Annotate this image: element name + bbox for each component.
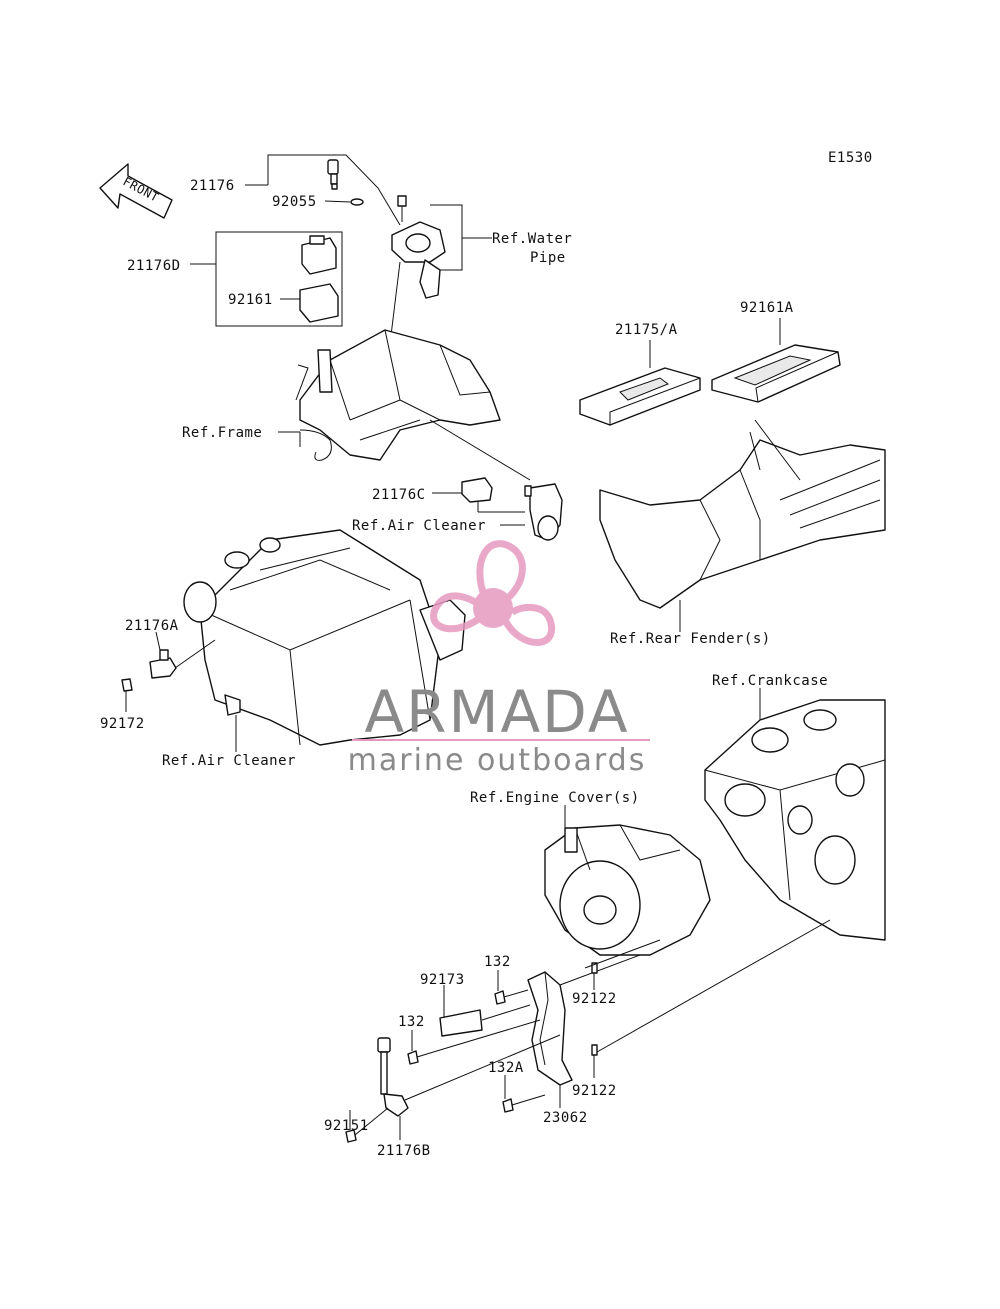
label-92122-top: 92122 [572, 991, 617, 1007]
label-ref-air-cleaner-top: Ref.Air Cleaner [352, 518, 486, 534]
watermark-tagline: marine outboards [348, 743, 647, 778]
label-132A: 132A [488, 1060, 524, 1076]
collar-92173 [439, 985, 531, 1037]
ecu-21175 [579, 340, 701, 426]
label-21176: 21176 [190, 178, 235, 194]
label-21176B: 21176B [377, 1143, 431, 1159]
label-ref-air-cleaner-bottom: Ref.Air Cleaner [162, 753, 296, 769]
sensor-21176-group [245, 154, 401, 226]
label-92172: 92172 [100, 716, 145, 732]
label-ref-frame: Ref.Frame [182, 425, 262, 441]
label-21176C: 21176C [372, 487, 426, 503]
label-ref-water-pipe-1: Ref.Water [492, 231, 572, 247]
front-arrow-icon: FRONT [99, 163, 173, 219]
bracket-23062 [527, 919, 831, 1108]
label-ref-crankcase: Ref.Crankcase [712, 673, 828, 689]
label-132-mid: 132 [398, 1014, 425, 1030]
sensor-21176B [345, 1034, 561, 1143]
bolt-132A [502, 1075, 546, 1113]
label-ref-rear-fender: Ref.Rear Fender(s) [610, 631, 771, 647]
label-21175A: 21175/A [615, 322, 678, 338]
label-21176A: 21176A [125, 618, 179, 634]
armada-watermark: ARMADA marine outboards [348, 540, 650, 778]
watermark-brand: ARMADA [364, 678, 629, 746]
water-pipe-fitting [387, 195, 492, 361]
propeller-logo-icon [430, 540, 556, 646]
ecu-cover-92161A [711, 318, 841, 403]
label-ref-water-pipe-2: Pipe [530, 250, 566, 266]
bolt-132-mid [407, 1019, 541, 1065]
frame-section [278, 329, 531, 481]
label-92151: 92151 [324, 1118, 369, 1134]
crankcase [704, 688, 886, 941]
engine-cover [544, 805, 711, 986]
sensor-21176C [432, 477, 525, 513]
label-23062: 23062 [543, 1110, 588, 1126]
label-132-top: 132 [484, 954, 511, 970]
label-92161A: 92161A [740, 300, 794, 316]
label-ref-engine-cover: Ref.Engine Cover(s) [470, 790, 640, 806]
sensor-21176D-group [190, 231, 343, 327]
rear-fender [599, 419, 886, 632]
propeller-hub-icon [473, 588, 513, 628]
label-92122-bottom: 92122 [572, 1083, 617, 1099]
label-92173: 92173 [420, 972, 465, 988]
bolt-132-top [494, 970, 529, 1005]
label-92161: 92161 [228, 292, 273, 308]
label-21176D: 21176D [127, 258, 181, 274]
air-cleaner-connector [500, 483, 563, 541]
label-92055: 92055 [272, 194, 317, 210]
diagram-code: E1530 [828, 150, 873, 166]
sensor-21176A [121, 631, 216, 712]
